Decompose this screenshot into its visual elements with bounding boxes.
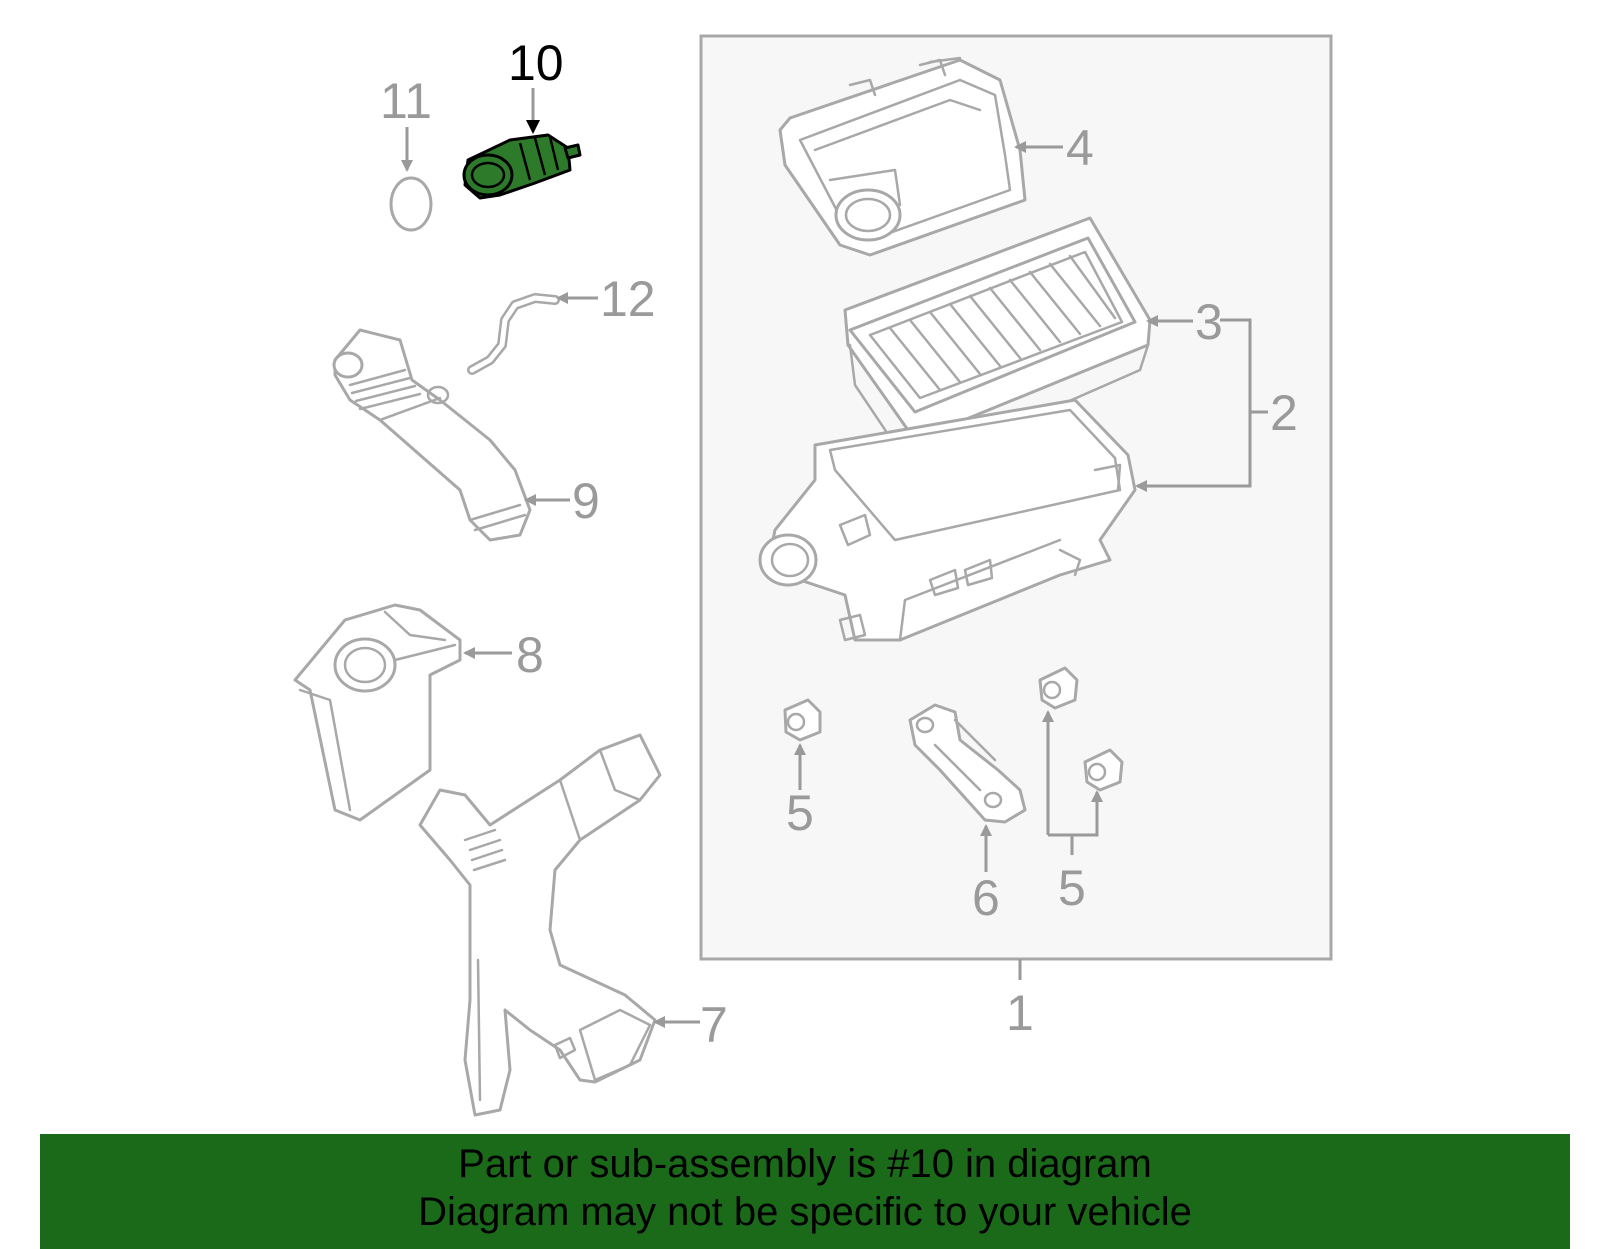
grommet-5-right-upper[interactable] [1038, 666, 1079, 710]
resonator-8[interactable] [293, 603, 462, 822]
air-filter-element[interactable] [843, 216, 1152, 472]
callout-6: 6 [972, 870, 1000, 926]
air-intake-duct-9[interactable] [332, 328, 532, 542]
callout-10: 10 [508, 35, 564, 91]
callout-1: 1 [1006, 985, 1034, 1041]
air-cleaner-cover[interactable] [778, 56, 1027, 257]
banner-line-2: Diagram may not be specific to your vehi… [418, 1190, 1192, 1234]
callout-7: 7 [700, 997, 728, 1053]
mounting-bracket-6[interactable] [908, 703, 1027, 824]
callout-5b: 5 [1058, 860, 1086, 916]
callout-2: 2 [1270, 385, 1298, 441]
grommet-5-right-lower[interactable] [1083, 748, 1124, 792]
callout-4: 4 [1066, 120, 1094, 176]
air-cleaner-housing[interactable] [758, 398, 1137, 642]
info-banner: Part or sub-assembly is #10 in diagram D… [40, 1134, 1570, 1249]
callout-8: 8 [516, 627, 544, 683]
callout-5a: 5 [786, 785, 814, 841]
air-inlet-pipe-7[interactable] [418, 733, 662, 1117]
callout-12: 12 [600, 271, 656, 327]
callout-3: 3 [1195, 294, 1223, 350]
callout-bracket-2 [1138, 318, 1252, 488]
mass-airflow-sensor-10[interactable] [462, 133, 582, 200]
callout-11: 11 [380, 73, 432, 129]
o-ring-11[interactable] [389, 176, 433, 232]
grommet-5-left[interactable] [783, 698, 822, 742]
banner-line-1: Part or sub-assembly is #10 in diagram [458, 1142, 1152, 1186]
callout-9: 9 [572, 473, 600, 529]
